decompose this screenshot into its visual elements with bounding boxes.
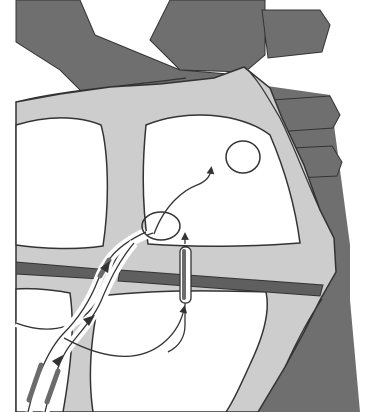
left-upper-chamber (16, 118, 107, 249)
pulmonary-valve (226, 141, 260, 173)
top-right-vessel (150, 0, 265, 72)
right-upper-vessel (262, 10, 330, 58)
